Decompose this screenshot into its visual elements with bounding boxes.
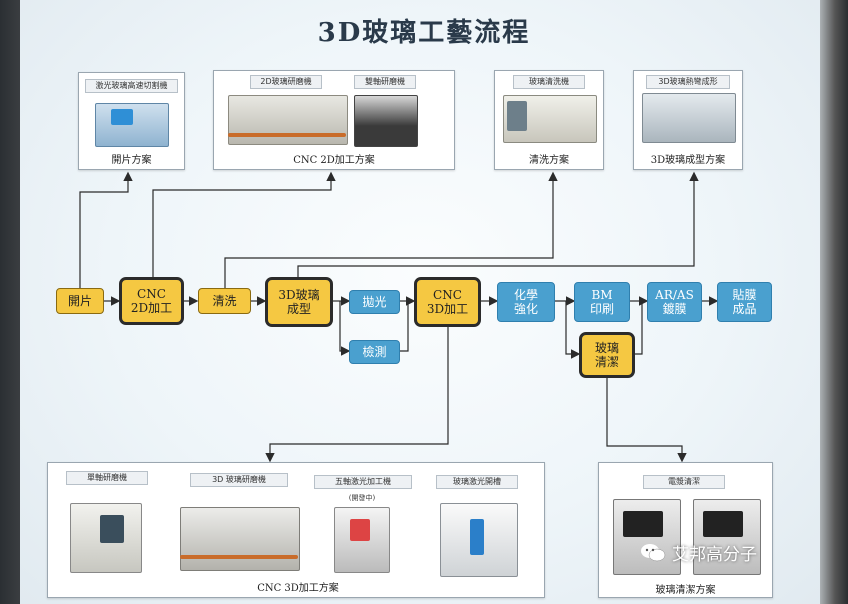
glass-3d-grinder-image (180, 507, 300, 571)
card-caption: 玻璃清潔方案 (655, 585, 716, 596)
node-kaipian: 開片 (56, 288, 104, 314)
card-tag: 2D玻璃研磨機 (250, 75, 322, 89)
node-huaxue: 化學 強化 (497, 282, 555, 322)
card-tag: 雙軸研磨機 (354, 75, 416, 89)
card-tag: 電漿清潔 (643, 475, 725, 489)
dual-axis-grinder-image (354, 95, 418, 147)
link-qingxi-card (224, 171, 558, 288)
card-tag: 3D 玻璃研磨機 (190, 473, 288, 487)
link-chengxing-card (297, 171, 699, 278)
node-cnc2d: CNC 2D加工 (119, 277, 184, 325)
card-caption: 開片方案 (111, 155, 152, 166)
card-caption: 清洗方案 (529, 155, 569, 166)
wechat-icon (641, 543, 666, 561)
link-cnc2d-card (152, 171, 336, 278)
card-chengxing: 3D玻璃熱彎成形 3D玻璃成型方案 (633, 70, 743, 170)
card-kaipian: 激光玻璃高速切割機 開片方案 (78, 72, 185, 170)
node-cnc3d: CNC 3D加工 (414, 277, 481, 327)
card-caption: CNC 2D加工方案 (293, 155, 375, 166)
card-tag: 玻璃清洗機 (513, 75, 585, 89)
node-paoguang: 拋光 (349, 290, 400, 314)
card-tag: 玻璃激光開槽 (436, 475, 518, 489)
watermark-text: 艾邦高分子 (672, 545, 757, 565)
node-chengxing: 3D玻璃 成型 (265, 277, 333, 327)
card-boliqingjie: 電漿清潔 玻璃清潔方案 (598, 462, 773, 598)
card-tag: 單軸研磨機 (66, 471, 148, 485)
card-cnc3d: 單軸研磨機 3D 玻璃研磨機 五軸激光加工機 (開發中) 玻璃激光開槽 CNC … (47, 462, 545, 598)
node-jiance: 檢測 (349, 340, 400, 364)
node-qingxi: 清洗 (198, 288, 251, 314)
card-caption: CNC 3D加工方案 (257, 583, 339, 594)
hot-bending-image (642, 93, 736, 143)
card-tag: 3D玻璃熱彎成形 (646, 75, 730, 89)
card-cnc2d: 2D玻璃研磨機 雙軸研磨機 CNC 2D加工方案 (213, 70, 455, 170)
link-qingjie-card (606, 378, 687, 463)
card-tag: 五軸激光加工機 (314, 475, 412, 489)
watermark: 艾邦高分子 (640, 540, 757, 565)
card-tag: 激光玻璃高速切割機 (85, 79, 178, 93)
card-caption: 3D玻璃成型方案 (650, 155, 726, 166)
card-qingxi: 玻璃清洗機 清洗方案 (494, 70, 604, 170)
node-bm: BM 印刷 (574, 282, 630, 322)
node-ar-as: AR/AS 鍍膜 (647, 282, 702, 322)
link-cnc3d-card (265, 326, 449, 463)
node-tiemo: 貼膜 成品 (717, 282, 772, 322)
diagram-title: 3D玻璃工藝流程 (317, 18, 531, 48)
dev-note: (開發中) (348, 494, 376, 502)
node-boliqingjie: 玻璃 清潔 (579, 332, 635, 378)
link-kaipian-card (79, 171, 133, 288)
